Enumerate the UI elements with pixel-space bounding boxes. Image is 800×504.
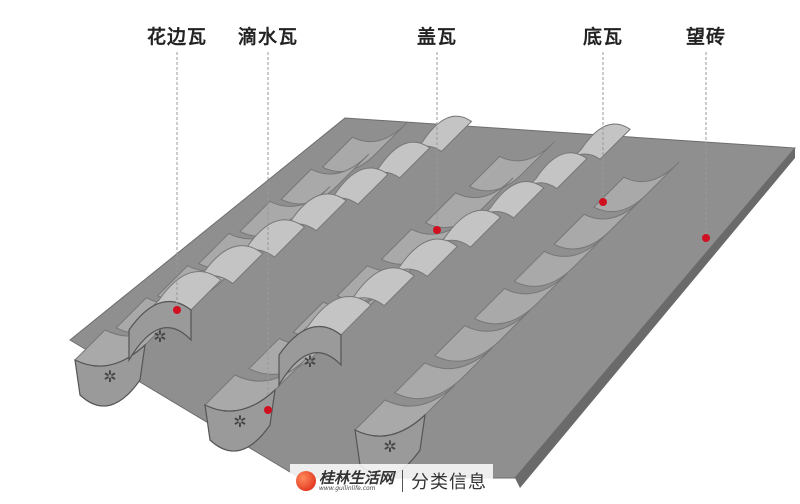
huabianwa-end-tile — [278, 326, 342, 388]
cover-tile-row: ✲ — [278, 123, 631, 388]
bottom-tile — [424, 177, 514, 229]
watermark-category: 分类信息 — [411, 472, 488, 493]
tile-pattern-glyph: ✲ — [383, 437, 396, 456]
marker-dot-dishuiwa — [264, 406, 272, 414]
marker-dot-huabianwa — [173, 306, 181, 314]
base-slab-edge — [515, 148, 795, 488]
huabianwa-end-tile — [128, 301, 192, 363]
bottom-tile — [393, 347, 493, 400]
label-gaiwa: 盖瓦 — [416, 26, 458, 48]
watermark-site-name: 桂林生活网 — [319, 468, 395, 487]
bottom-tile — [321, 121, 408, 173]
tile-pattern-glyph: ✲ — [153, 327, 166, 346]
watermark: 桂林生活网 www.guilinlife.com 分类信息 — [290, 464, 494, 498]
dishuiwa-end-tile — [74, 343, 146, 407]
watermark-divider — [402, 470, 404, 492]
watermark-logo-icon — [296, 471, 316, 491]
tile-pattern-glyph: ✲ — [303, 352, 316, 371]
dishuiwa-end-tile — [204, 388, 276, 452]
bottom-tile — [553, 198, 642, 250]
bottom-tile — [593, 161, 680, 213]
label-wangzhuan: 望砖 — [685, 26, 727, 48]
bottom-tile — [280, 153, 370, 205]
label-dishuiwa: 滴水瓦 — [237, 26, 299, 48]
label-diwa: 底瓦 — [582, 26, 624, 48]
bottom-tile — [513, 236, 605, 287]
watermark-site-url: www.guilinlife.com — [319, 484, 376, 492]
cover-tile-row: ✲ — [128, 115, 473, 363]
marker-dot-gaiwa — [433, 226, 441, 234]
tile-pattern-glyph: ✲ — [103, 367, 116, 386]
marker-dot-wangzhuan — [702, 234, 710, 242]
bottom-tile-row: ✲ — [354, 161, 680, 477]
marker-dot-diwa — [599, 198, 607, 206]
bottom-tile — [468, 141, 556, 192]
label-huabianwa: 花边瓦 — [146, 26, 208, 48]
tile-pattern-glyph: ✲ — [233, 412, 246, 431]
